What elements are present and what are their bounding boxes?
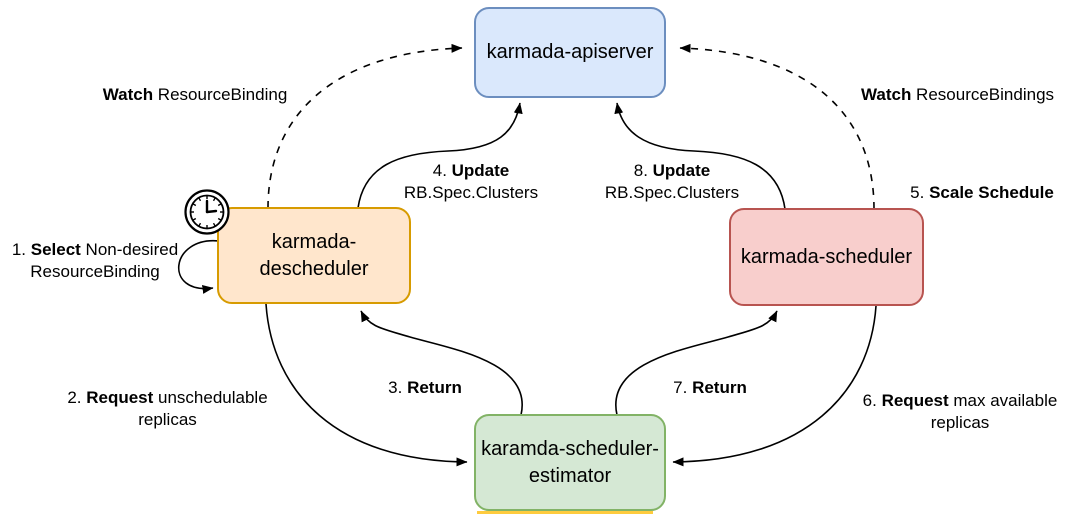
node-karmada-apiserver-box [474, 7, 666, 98]
edge-step7-return [615, 310, 778, 416]
node-karmada-scheduler-box [729, 208, 924, 306]
edge-step6-request-max-available-replicas [672, 305, 877, 467]
node-karamda-scheduler-estimator-box [474, 414, 666, 511]
label-step7-return: 7. Return [673, 378, 747, 397]
edge-step4-update-rb-spec-clusters [357, 102, 523, 209]
label-step4-update-rb-spec-clusters: 4. Update RB.Spec.Clusters [403, 161, 539, 202]
label-step2-request-unschedulable-replicas: 2. Request unschedulable replicas [67, 388, 268, 429]
label-step5-scale-schedule: 5. Scale Schedule [910, 183, 1054, 202]
node-karmada-descheduler-box [217, 207, 411, 304]
timer-clock-icon [184, 189, 230, 235]
edge-step2-request-unschedulable-replicas [265, 303, 468, 467]
edge-step1-select-self-loop [177, 240, 220, 294]
label-step3-return: 3. Return [388, 378, 462, 397]
label-watch-resourcebindings: Watch ResourceBindings [860, 85, 1055, 104]
label-step1-select-non-desired-resourcebinding: 1. Select Non-desired ResourceBinding [11, 240, 179, 281]
label-watch-resourcebinding: Watch ResourceBinding [102, 85, 288, 104]
label-step8-update-rb-spec-clusters: 8. Update RB.Spec.Clusters [604, 161, 740, 202]
edge-watch-resourcebindings-right [679, 43, 875, 210]
edge-watch-resourcebinding-left [267, 43, 463, 209]
label-step6-request-max-available-replicas: 6. Request max available replicas [862, 391, 1058, 432]
edge-step8-update-rb-spec-clusters [614, 102, 786, 210]
highlight-strip [477, 511, 653, 514]
edge-step3-return [360, 310, 523, 416]
